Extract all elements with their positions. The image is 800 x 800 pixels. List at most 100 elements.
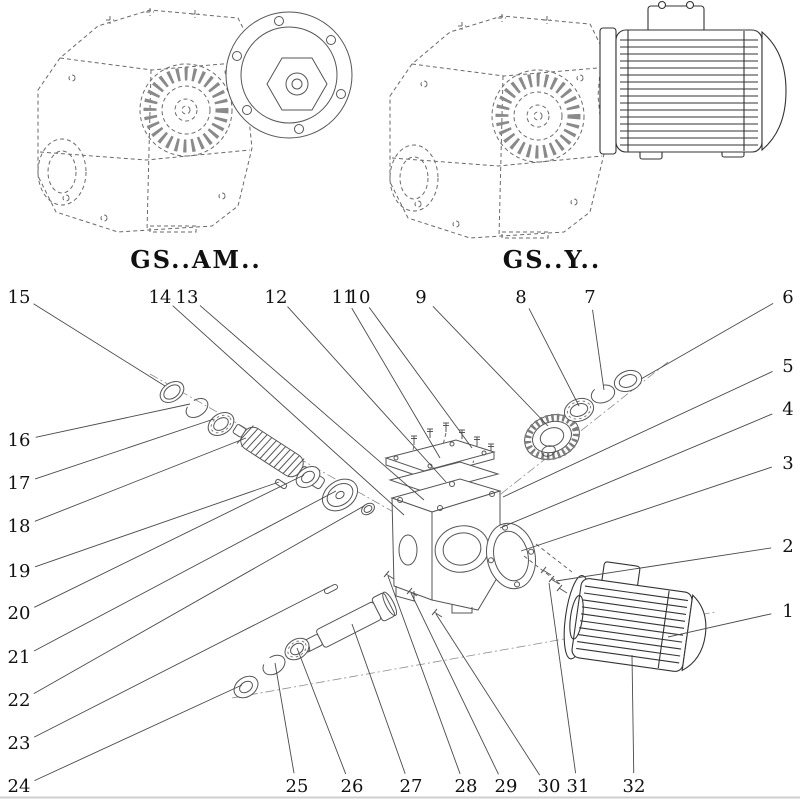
- leader-line-31: [548, 582, 577, 774]
- motor-cooling-fins: [620, 39, 758, 146]
- callout-number-18: 18: [8, 516, 31, 537]
- callout-number-2: 2: [782, 536, 793, 557]
- flange-hub-hexagon: [266, 57, 328, 111]
- bearing-20: [295, 466, 321, 488]
- callout-number-15: 15: [8, 287, 31, 308]
- leader-line-23: [33, 586, 330, 738]
- callout-number-6: 6: [782, 287, 793, 308]
- gs-am-output-flange: [225, 11, 353, 139]
- housing-screws-28-29-30: [383, 570, 443, 618]
- leader-line-21: [33, 490, 337, 652]
- gs-am-housing: [38, 8, 252, 232]
- callout-number-22: 22: [8, 690, 31, 711]
- circlip-16: [185, 397, 209, 419]
- callout-number-32: 32: [623, 776, 646, 797]
- bearing-17: [207, 412, 235, 436]
- leader-line-22: [33, 505, 365, 695]
- leader-line-20: [34, 474, 305, 608]
- callout-number-25: 25: [286, 776, 309, 797]
- gs-y-housing: [390, 14, 604, 238]
- leader-line-29: [410, 592, 499, 775]
- callout-number-1: 1: [782, 601, 793, 622]
- callout-number-3: 3: [782, 453, 793, 474]
- motor-front-flange: [599, 27, 617, 155]
- callout-number-9: 9: [415, 287, 426, 308]
- leader-line-11: [351, 307, 441, 459]
- leader-line-17: [35, 418, 215, 480]
- callout-number-24: 24: [8, 776, 31, 797]
- leader-line-18: [34, 437, 247, 522]
- leader-line-9: [432, 305, 549, 427]
- leader-line-28: [387, 575, 461, 774]
- motor-1: [563, 561, 707, 672]
- leader-line-2: [555, 547, 772, 582]
- motor-terminal-box: [647, 5, 705, 33]
- flange-motor-alignment-lines: [523, 543, 573, 585]
- leader-line-7: [592, 309, 605, 391]
- leader-line-5: [502, 371, 773, 498]
- callout-number-8: 8: [515, 287, 526, 308]
- leader-line-15: [33, 303, 166, 387]
- motor-fasteners-31: [540, 566, 568, 594]
- leader-line-30: [435, 613, 541, 776]
- exploded-view: [149, 361, 717, 699]
- callout-number-17: 17: [8, 473, 31, 494]
- callout-number-28: 28: [455, 776, 478, 797]
- shaft-key-23: [323, 583, 339, 595]
- washer-24: [233, 675, 259, 699]
- bearing-8: [563, 397, 595, 423]
- callout-number-30: 30: [538, 776, 561, 797]
- leader-line-13: [199, 305, 425, 501]
- callout-number-16: 16: [8, 430, 31, 451]
- leader-line-24: [34, 684, 243, 782]
- cover-gasket-12: [388, 461, 500, 494]
- leader-line-25: [274, 662, 295, 774]
- helical-gear-9: [524, 413, 580, 461]
- output-flange-3: [486, 522, 536, 590]
- callout-number-21: 21: [8, 647, 31, 668]
- housing-feet: [395, 586, 473, 614]
- output-shaft-27: [301, 591, 398, 653]
- callout-number-27: 27: [400, 776, 423, 797]
- leader-line-32: [631, 654, 635, 774]
- leader-line-1: [667, 613, 772, 638]
- callout-number-14: 14: [149, 287, 172, 308]
- callout-number-31: 31: [567, 776, 590, 797]
- leader-line-10: [368, 307, 473, 449]
- motor-body: [615, 29, 763, 153]
- leader-line-26: [296, 647, 347, 775]
- circlip-7: [590, 384, 616, 404]
- leader-line-19: [34, 481, 280, 568]
- callout-number-11: 11: [332, 287, 355, 308]
- oil-seal-6: [613, 369, 643, 393]
- callout-number-7: 7: [584, 287, 595, 308]
- leader-line-27: [351, 623, 406, 774]
- callout-number-13: 13: [176, 287, 199, 308]
- callout-number-4: 4: [782, 399, 793, 420]
- callout-number-5: 5: [782, 356, 793, 377]
- spacer-ring-22: [361, 502, 375, 516]
- callout-number-12: 12: [265, 287, 288, 308]
- leader-line-16: [35, 403, 191, 438]
- leader-line-4: [499, 413, 773, 529]
- callout-number-29: 29: [495, 776, 518, 797]
- motor-fins-exploded: [576, 585, 689, 664]
- circlip-25: [262, 654, 286, 676]
- leader-line-14: [172, 305, 405, 516]
- callout-number-19: 19: [8, 561, 31, 582]
- seal-ring-15: [159, 381, 185, 403]
- leader-line-8: [528, 308, 580, 407]
- callout-number-26: 26: [341, 776, 364, 797]
- gearbox-gs-y-drawing: [390, 0, 787, 239]
- worm-gear-disc-21: [321, 478, 359, 512]
- variant-label-gs-y: GS..Y..: [503, 245, 601, 274]
- motor-fan-cover: [761, 30, 787, 152]
- leader-line-12: [287, 306, 447, 483]
- callout-number-23: 23: [8, 733, 31, 754]
- leader-line-3: [520, 466, 772, 552]
- callout-number-10: 10: [348, 287, 371, 308]
- leader-line-6: [640, 302, 774, 380]
- variant-label-gs-am: GS..AM..: [130, 245, 262, 274]
